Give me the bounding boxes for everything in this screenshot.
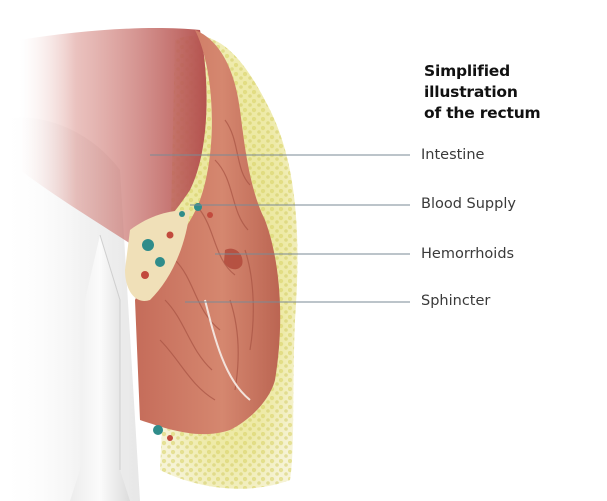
label-blood-supply: Blood Supply [421,195,516,213]
label-intestine: Intestine [421,146,484,164]
label-hemorrhoids: Hemorrhoids [421,245,514,263]
title-line-2: of the rectum [424,103,604,124]
title-line-1: Simplified illustration [424,61,604,103]
diagram-title: Simplified illustration of the rectum [424,61,604,124]
label-sphincter: Sphincter [421,292,490,310]
